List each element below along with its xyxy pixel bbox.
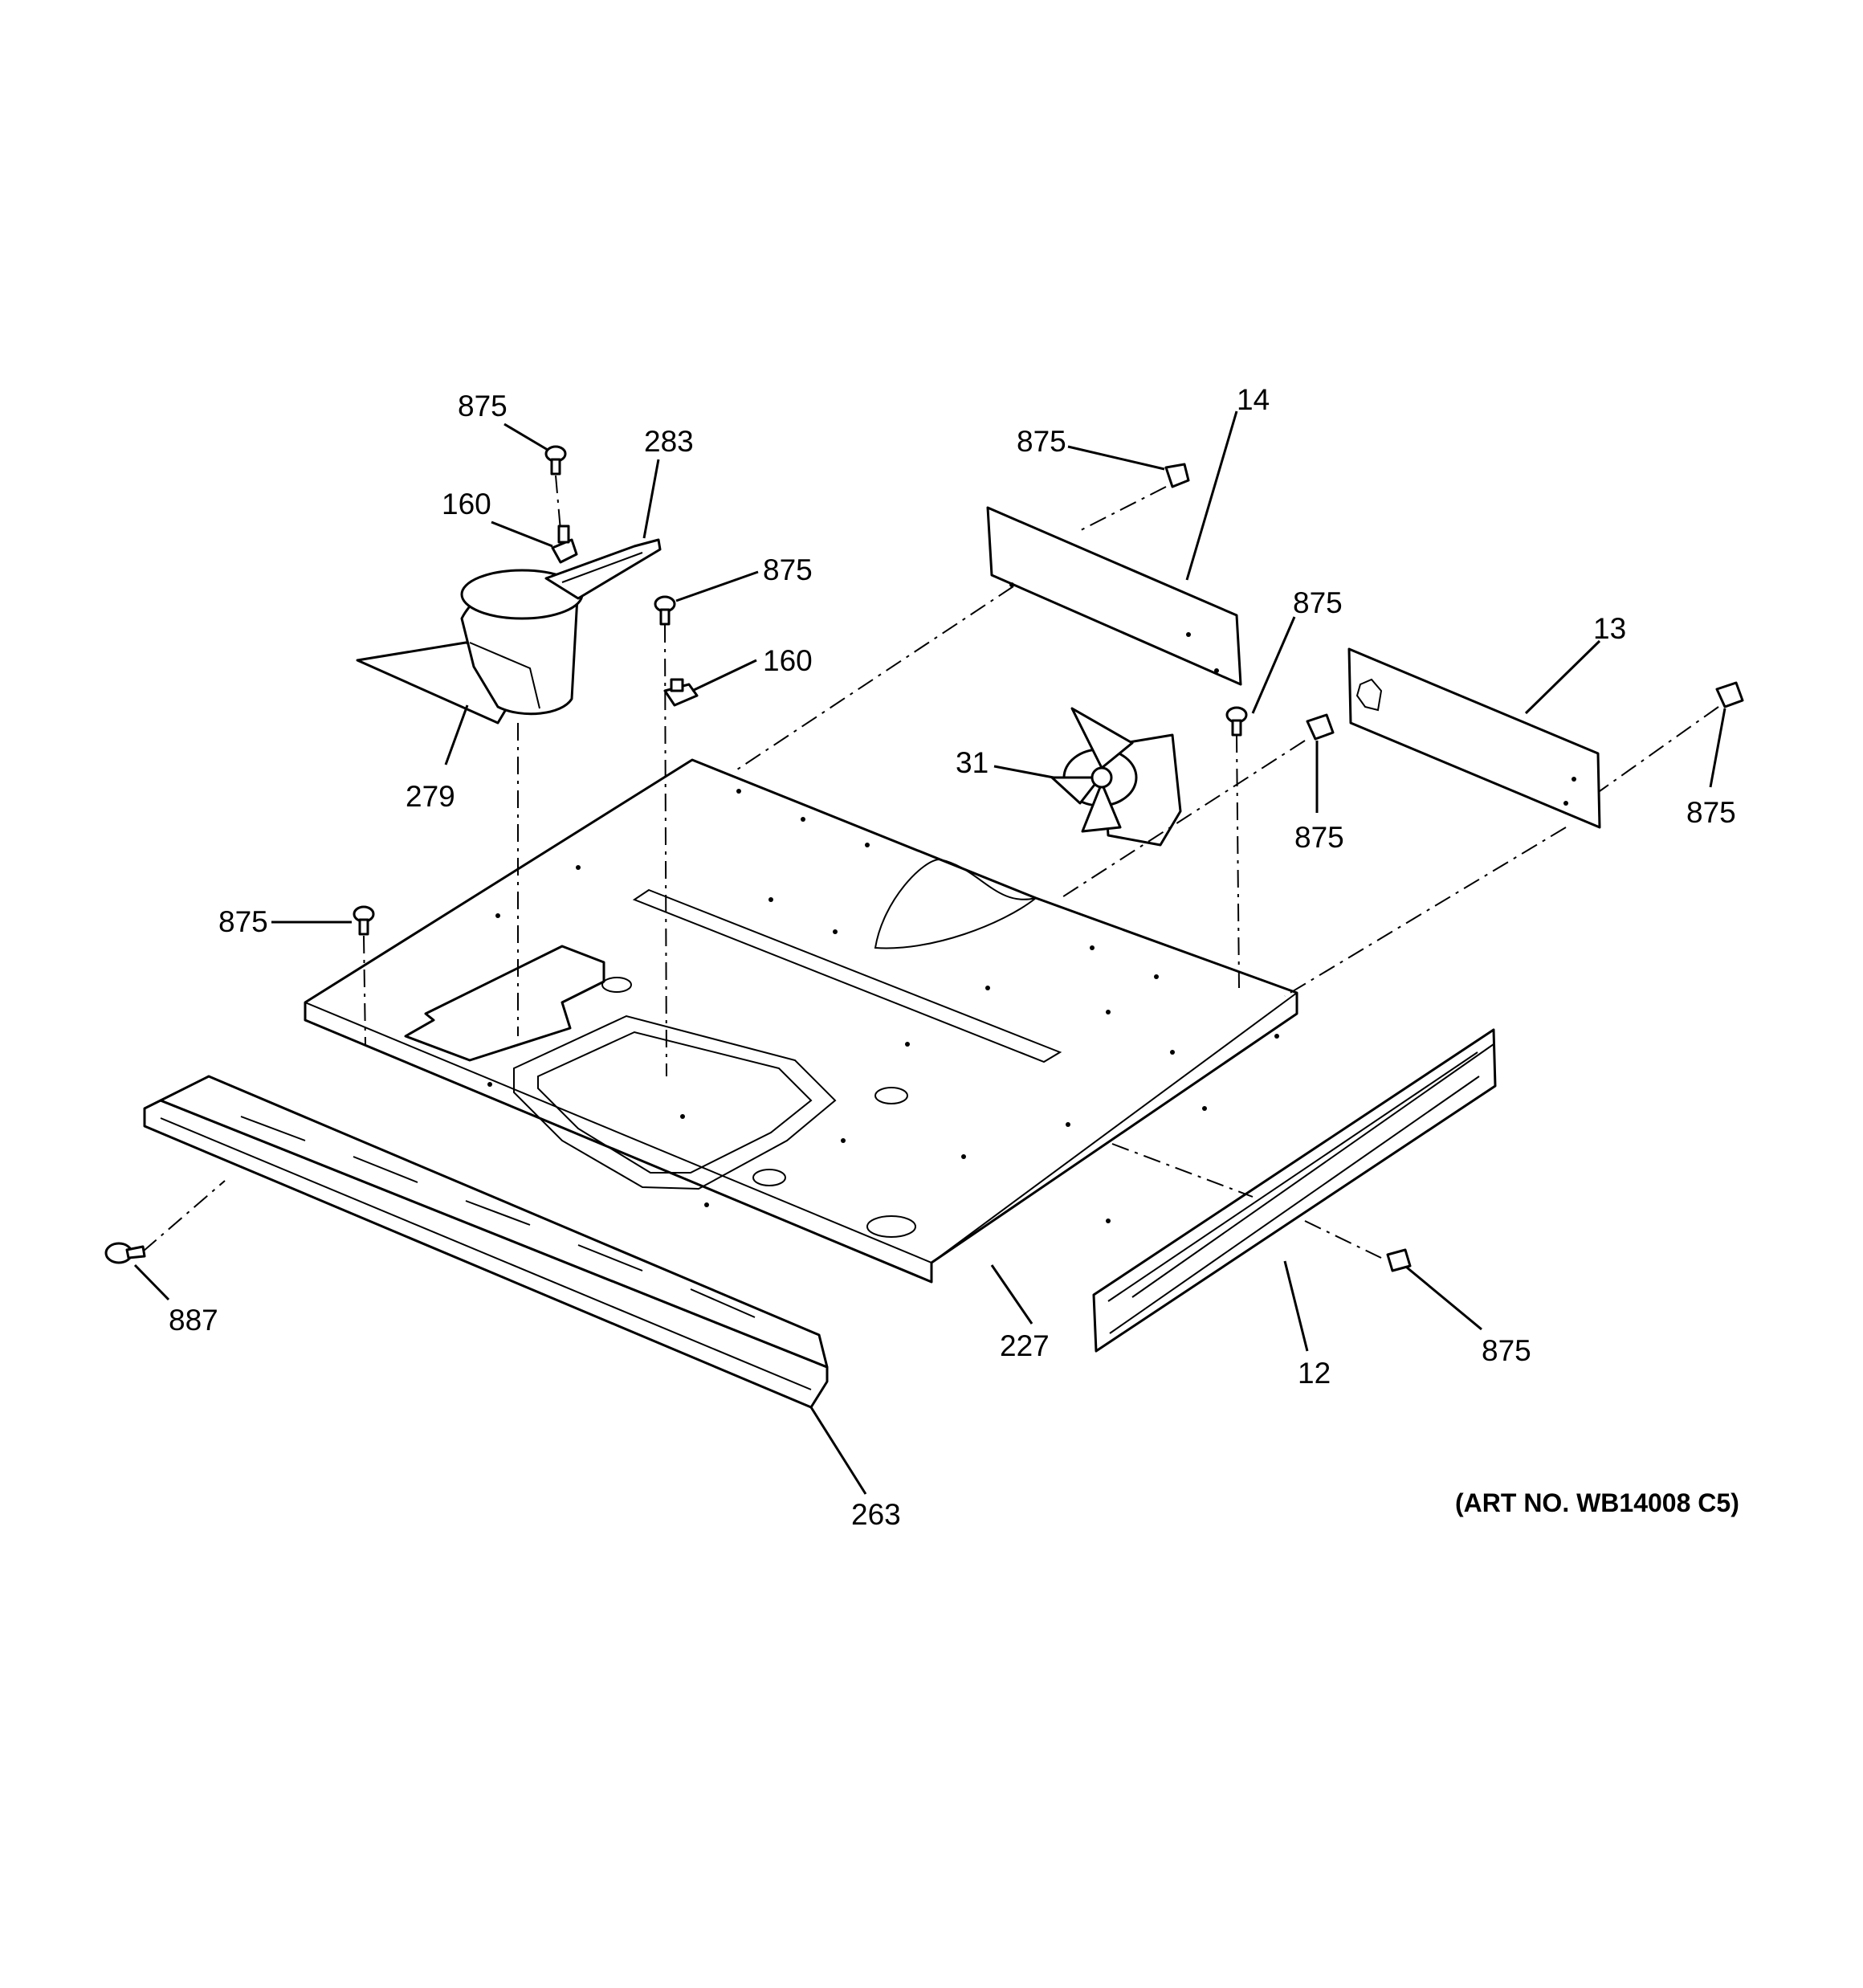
leader-lines	[133, 410, 1726, 1495]
fastener-875-f	[1715, 681, 1744, 708]
fastener-875-a	[544, 445, 567, 476]
part-14-cover-panel	[986, 506, 1242, 686]
alignment-lines	[142, 475, 1719, 1259]
part-160-thermostat-mid	[663, 678, 699, 707]
callout-887: 887	[169, 1304, 218, 1337]
fastener-875-b	[654, 595, 676, 626]
fastener-875-g	[353, 905, 375, 936]
callout-875: 875	[1686, 796, 1736, 829]
callout-227: 227	[1000, 1329, 1050, 1362]
callout-labels: 875 283 160 279 875 160 875 14 875 13 31…	[169, 383, 1736, 1531]
callout-283: 283	[644, 425, 694, 458]
fastener-875-c	[1164, 463, 1190, 488]
part-12-support-channel	[1092, 1028, 1497, 1353]
callout-31: 31	[956, 746, 989, 779]
part-31-fan-motor	[1050, 707, 1182, 847]
callout-13: 13	[1593, 612, 1626, 645]
fastener-875-d	[1225, 706, 1248, 737]
part-263-front-trim	[143, 1075, 829, 1409]
callout-875: 875	[1293, 586, 1343, 619]
fastener-887	[104, 1242, 146, 1264]
callout-875: 875	[218, 905, 268, 938]
part-227-oven-bottom-panel	[304, 758, 1298, 1284]
fastener-875-h	[1386, 1248, 1412, 1272]
callout-160: 160	[763, 644, 813, 677]
callout-875: 875	[458, 390, 508, 423]
fastener-875-e	[1306, 713, 1335, 741]
part-283-duct	[544, 538, 662, 600]
callout-279: 279	[406, 780, 455, 813]
callout-875: 875	[1017, 425, 1066, 458]
callout-875: 875	[1482, 1334, 1531, 1367]
callout-12: 12	[1298, 1357, 1331, 1390]
part-13-cover-panel	[1347, 647, 1601, 829]
art-number: (ART NO. WB14008 C5)	[1455, 1488, 1739, 1517]
callout-875: 875	[763, 553, 813, 586]
callout-263: 263	[851, 1498, 901, 1531]
callout-875: 875	[1294, 821, 1344, 854]
part-160-thermostat-top	[551, 525, 578, 564]
callout-14: 14	[1237, 383, 1270, 416]
part-279-blower-housing	[356, 569, 584, 725]
callout-160: 160	[442, 488, 491, 520]
